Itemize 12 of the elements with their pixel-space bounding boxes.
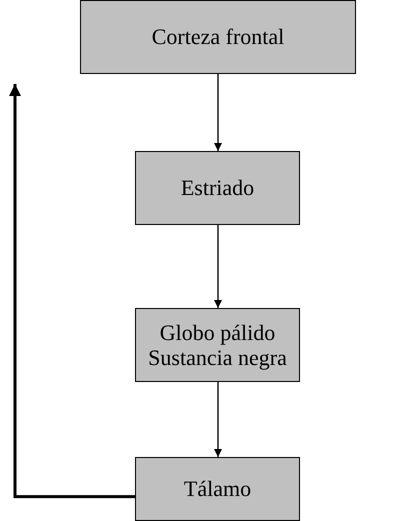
process-box xyxy=(80,0,356,74)
box-label: Tálamo xyxy=(182,476,252,502)
arrow xyxy=(214,225,222,308)
box-label: Globo pálido Sustancia negra xyxy=(147,320,288,370)
process-box xyxy=(135,151,300,225)
box-label: Estriado xyxy=(180,175,256,201)
arrow xyxy=(214,74,222,151)
arrow xyxy=(9,84,135,498)
process-box xyxy=(135,457,300,521)
box-label: Corteza frontal xyxy=(150,24,286,50)
arrow xyxy=(214,382,222,457)
process-box xyxy=(135,308,300,382)
